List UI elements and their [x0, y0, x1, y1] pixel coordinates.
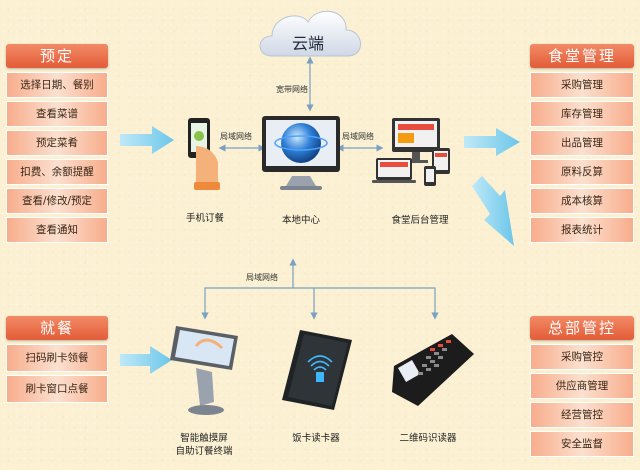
- reserve-item: 查看通知: [6, 217, 108, 243]
- dine-item: 扫码刷卡领餐: [6, 344, 108, 372]
- hq-title: 总部管控: [530, 316, 634, 340]
- canteen-item: 报表统计: [530, 217, 634, 243]
- kiosk-label-line1: 智能触摸屏: [180, 433, 228, 444]
- cloud-label: 云端: [291, 34, 324, 53]
- reserve-item: 选择日期、餐别: [6, 72, 108, 98]
- phone-label: 手机订餐: [185, 213, 224, 224]
- backend-devices-icon: [372, 118, 450, 186]
- monitor-globe-icon: [262, 116, 340, 190]
- hq-item: 安全监督: [530, 431, 634, 457]
- card-reader-label: 饭卡读卡器: [292, 433, 340, 444]
- cloud-icon: [259, 10, 361, 57]
- canteen-title: 食堂管理: [530, 44, 634, 68]
- card-reader-icon: [282, 330, 352, 410]
- flow-arrows: [120, 126, 520, 374]
- canteen-item: 原料反算: [530, 159, 634, 185]
- canteen-item: 采购管理: [530, 72, 634, 98]
- reserve-title: 预定: [6, 44, 108, 68]
- reserve-item: 查看/修改/预定: [6, 188, 108, 214]
- lan-bottom-label: 局域网络: [246, 273, 278, 282]
- reserve-item: 查看菜谱: [6, 101, 108, 127]
- canteen-item: 成本核算: [530, 188, 634, 214]
- lan-left-label: 局域网络: [220, 132, 252, 141]
- canteen-item: 出品管理: [530, 130, 634, 156]
- backend-label: 食堂后台管理: [391, 215, 449, 226]
- backend-to-canteen-arrow: [464, 128, 520, 156]
- kiosk-label-line2: 自助订餐终端: [175, 446, 233, 457]
- backend-to-hq-arrow: [472, 176, 514, 246]
- lan-bottom-bus: [204, 287, 436, 300]
- dine-item: 刷卡窗口点餐: [6, 375, 108, 403]
- broadband-label: 宽带网络: [276, 85, 308, 94]
- dine-title: 就餐: [6, 316, 108, 340]
- reserve-item: 扣费、余额提醒: [6, 159, 108, 185]
- phone-icon: [188, 118, 220, 190]
- dine-to-kiosk-arrow: [120, 346, 172, 374]
- reserve-to-phone-arrow: [120, 126, 174, 154]
- canteen-item: 库存管理: [530, 101, 634, 127]
- hq-item: 经营管控: [530, 402, 634, 428]
- connector-lines: [201, 56, 439, 320]
- hq-item: 供应商管理: [530, 373, 634, 399]
- reserve-item: 预定菜肴: [6, 130, 108, 156]
- kiosk-icon: [170, 326, 238, 415]
- qr-reader-label: 二维码识读器: [399, 433, 457, 444]
- lan-right-label: 局域网络: [342, 132, 374, 141]
- hq-item: 采购管控: [530, 344, 634, 370]
- center-label: 本地中心: [281, 215, 320, 226]
- qr-reader-icon: [392, 334, 474, 406]
